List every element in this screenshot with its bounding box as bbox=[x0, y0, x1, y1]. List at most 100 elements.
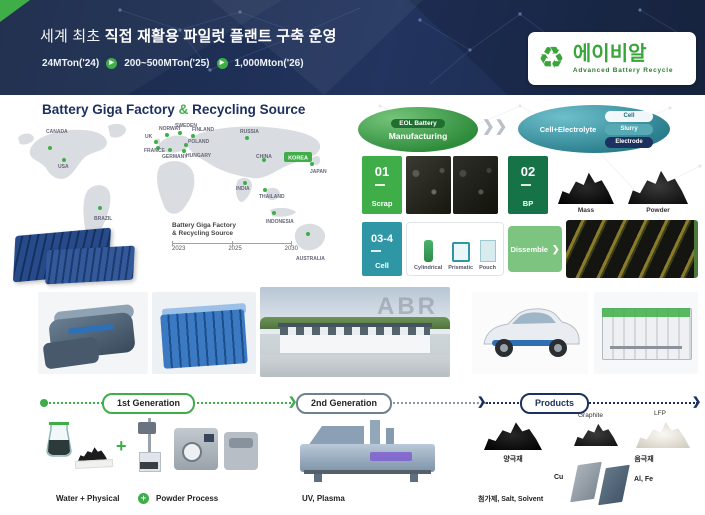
mass-pile bbox=[558, 172, 614, 204]
continent bbox=[294, 223, 326, 251]
logo-name: 에이비알 bbox=[572, 42, 647, 65]
powder-label: Powder bbox=[646, 207, 670, 214]
dissemble-box: Dissemble ❯ bbox=[508, 226, 562, 272]
milestone-3: 1,000Mton('26) bbox=[234, 58, 304, 69]
cu-foil bbox=[570, 461, 602, 503]
milestone-1: 24MTon('24) bbox=[42, 58, 100, 69]
chevron-right-icon: ❯ bbox=[551, 243, 560, 254]
mill-machine-icon bbox=[174, 428, 218, 470]
chevron-right-icon: ❯❯ bbox=[482, 118, 508, 135]
continent bbox=[157, 161, 195, 214]
map-label: JAPAN bbox=[310, 169, 327, 175]
caption-uv-plasma: UV, Plasma bbox=[302, 494, 345, 503]
timeline-years: 2023 2025 2030 bbox=[172, 246, 298, 252]
map-label: SWEDEN bbox=[175, 123, 197, 129]
cell-electrolyte-node: Cell+Electrolyte Cell Slurry Electrode bbox=[518, 105, 670, 153]
plus-icon: + bbox=[116, 436, 127, 456]
step-label: Cell bbox=[375, 261, 389, 270]
lfp-pile bbox=[636, 422, 690, 448]
plus-circle-icon: + bbox=[138, 493, 149, 504]
stage-1st-generation: 1st Generation bbox=[102, 393, 196, 414]
continent bbox=[29, 129, 107, 179]
map-label: RUSSIA bbox=[240, 129, 259, 135]
legend-line1: Battery Giga Factory bbox=[172, 222, 236, 229]
stage-2nd-generation: 2nd Generation bbox=[296, 393, 393, 414]
cell-type-label: Cylindrical bbox=[414, 265, 443, 271]
map-label: GERMANY bbox=[162, 154, 188, 160]
mass-label: Mass bbox=[577, 207, 595, 214]
powder-pile bbox=[628, 170, 688, 204]
recycle-icon: ♻ bbox=[538, 41, 565, 75]
line-start-dot bbox=[40, 399, 48, 407]
year-2023: 2023 bbox=[172, 246, 186, 253]
step-number: 02 bbox=[520, 164, 536, 179]
korea-badge bbox=[284, 152, 312, 162]
continent bbox=[83, 185, 111, 241]
ev-car-illustration bbox=[483, 308, 580, 357]
header: 세계 최초 직접 재활용 파일럿 플랜트 구축 운영 24MTon('24) ▶… bbox=[0, 0, 705, 95]
step-label: Scrap bbox=[371, 199, 393, 208]
pouch-cell-icon bbox=[479, 240, 496, 262]
logo-tagline: Advanced Battery Recycle bbox=[572, 66, 674, 74]
map-label: CHINA bbox=[256, 154, 272, 160]
scrap-photo bbox=[453, 156, 498, 214]
bp-products: Mass Powder bbox=[552, 158, 694, 214]
continent bbox=[18, 133, 34, 145]
tag-slurry: Slurry bbox=[605, 123, 653, 135]
section-title: Battery Giga Factory & Recycling Source bbox=[42, 102, 305, 117]
ev-cutaway-photo bbox=[472, 292, 588, 374]
legend-line2: & Recycling Source bbox=[172, 230, 234, 238]
chevron-right-icon: ❯ bbox=[477, 396, 487, 408]
cell-type-label: Prismatic bbox=[448, 265, 474, 271]
map-label: POLAND bbox=[188, 139, 210, 145]
disassembled-cell-photo bbox=[566, 220, 698, 278]
map-label: HUNGARY bbox=[186, 153, 212, 159]
tag-cell: Cell bbox=[605, 110, 653, 122]
map-label: FINLAND bbox=[192, 127, 214, 133]
map-label: NORWAY bbox=[159, 126, 182, 132]
cell-types-box: Cylindrical Prismatic Pouch bbox=[406, 222, 504, 276]
continent bbox=[235, 178, 252, 202]
continent bbox=[158, 135, 190, 153]
stage1-graphics: + bbox=[42, 414, 260, 490]
label-cu: Cu bbox=[554, 474, 564, 481]
arrow-icon: ▶ bbox=[106, 58, 118, 69]
products-graphics: 양극재 Graphite LFP 음극재 첨가제, Salt, Solvent … bbox=[478, 410, 702, 512]
cell-electrolyte-label: Cell+Electrolyte bbox=[539, 124, 597, 134]
timeline-axis bbox=[172, 241, 292, 247]
overhead-stirrer-icon bbox=[134, 418, 166, 478]
map-label: CANADA bbox=[46, 129, 68, 135]
continent bbox=[312, 155, 321, 166]
ess-container-photo bbox=[594, 292, 698, 374]
map-label: UK bbox=[145, 134, 153, 140]
chevron-right-icon: ❯ bbox=[692, 396, 702, 408]
map-label: THAILAND bbox=[259, 194, 285, 200]
map-label: AUSTRALIA bbox=[296, 256, 325, 262]
continent bbox=[270, 207, 296, 217]
map-label: INDONESIA bbox=[266, 219, 294, 225]
graphite-pile bbox=[574, 423, 618, 446]
step-number: 01 bbox=[374, 164, 390, 179]
eol-battery-node: EOL Battery Manufacturing bbox=[358, 107, 478, 152]
map-label: INDIA bbox=[236, 186, 250, 192]
step-label: BP bbox=[522, 199, 534, 208]
world-map: CANADA USA BRAZIL UK NORWAY SWEDEN FINLA… bbox=[18, 123, 327, 262]
beaker-icon bbox=[46, 422, 72, 457]
continent bbox=[108, 123, 126, 138]
label-graphite: Graphite bbox=[578, 412, 603, 419]
cell-type-label: Pouch bbox=[479, 265, 496, 271]
section-title-amp: & bbox=[178, 102, 189, 117]
label-lfp: LFP bbox=[654, 410, 666, 417]
constellation-pattern bbox=[118, 7, 692, 85]
company-logo: ♻ 에이비알 Advanced Battery Recycle bbox=[528, 32, 696, 85]
stage-products: Products bbox=[520, 393, 590, 414]
battery-pack-photo bbox=[38, 292, 148, 374]
year-2025: 2025 bbox=[228, 246, 242, 253]
uv-plasma-machine bbox=[300, 418, 435, 486]
caption-powder-process: Powder Process bbox=[156, 494, 219, 503]
caption-anode: 음극재 bbox=[634, 456, 654, 463]
continent bbox=[187, 126, 321, 179]
cathode-pile bbox=[484, 422, 542, 450]
korea-badge-label: KOREA bbox=[288, 156, 308, 162]
